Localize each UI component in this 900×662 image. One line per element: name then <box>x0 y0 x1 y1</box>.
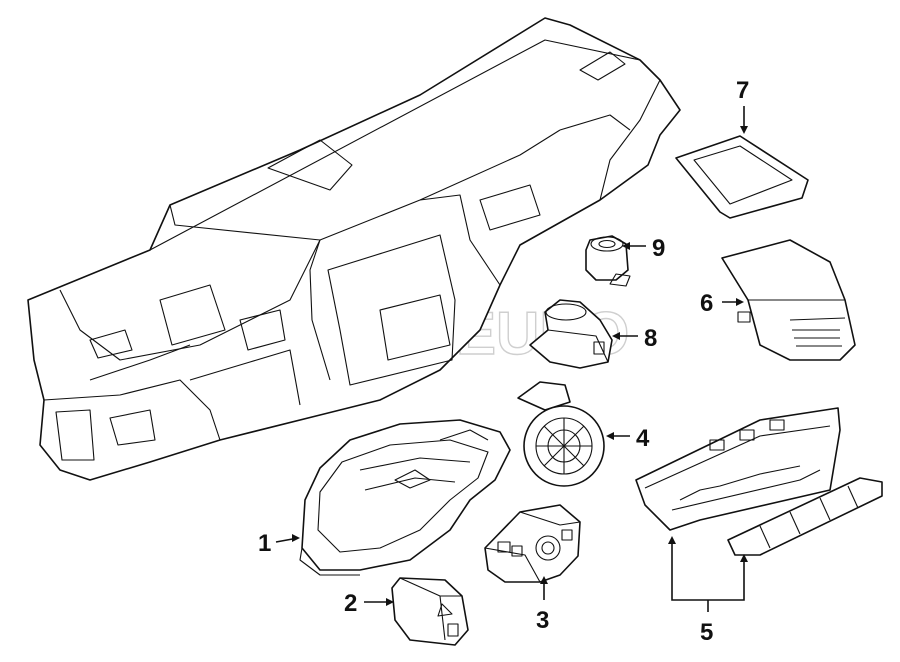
callout-7: 7 <box>736 77 749 104</box>
part-start-button <box>585 235 631 287</box>
callout-5: 5 <box>700 619 713 646</box>
callout-8: 8 <box>644 325 657 352</box>
dashboard-panel <box>27 17 681 481</box>
arrow-head-4 <box>606 432 614 440</box>
callout-9: 9 <box>652 235 665 262</box>
arrow-head-5a <box>668 536 676 544</box>
arrow-head-1 <box>292 534 300 542</box>
leader-lines <box>275 106 748 612</box>
part-headlight-switch <box>484 504 581 583</box>
part-bracket-switch <box>529 299 613 369</box>
callout-labels: 1 2 3 4 5 6 7 8 9 <box>258 77 749 646</box>
arrow-head-7 <box>740 126 748 134</box>
arrow-head-6 <box>736 298 744 306</box>
part-round-control <box>517 381 605 487</box>
callout-3: 3 <box>536 607 549 634</box>
callout-6: 6 <box>700 290 713 317</box>
part-instrument-cluster <box>299 419 511 576</box>
part-display-frame <box>675 135 809 219</box>
arrow-head-2 <box>386 598 394 606</box>
arrow-head-8 <box>612 332 620 340</box>
callout-4: 4 <box>636 425 650 452</box>
part-display-unit <box>721 239 856 361</box>
arrow-head-5b <box>740 554 748 562</box>
callout-2: 2 <box>344 590 357 617</box>
part-switch <box>391 577 469 646</box>
part-climate-panel <box>635 407 883 556</box>
callout-1: 1 <box>258 530 271 557</box>
arrow-head-3 <box>540 576 548 584</box>
arrow-head-9 <box>622 242 630 250</box>
